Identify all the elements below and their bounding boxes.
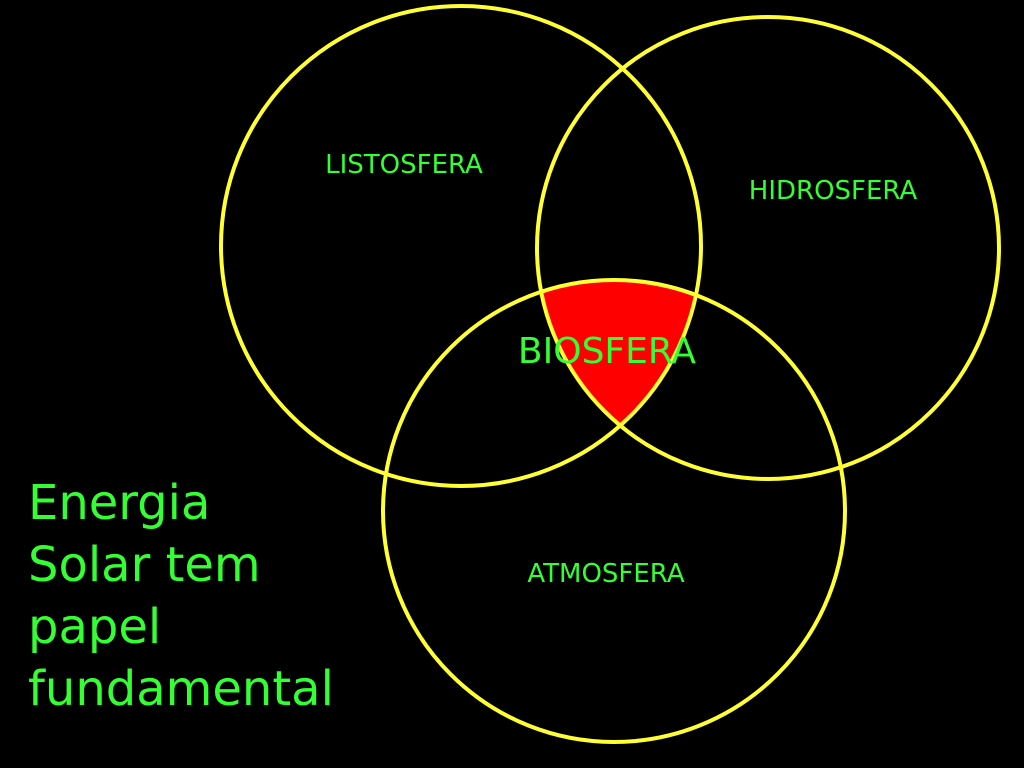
energy-note-line: fundamental	[28, 661, 334, 717]
hidrosfera-label: HIDROSFERA	[749, 176, 918, 206]
energy-note-line: papel	[28, 599, 162, 655]
hidrosfera-circle	[535, 15, 1001, 481]
listosfera-circle	[219, 4, 703, 488]
energy-note: Energia Solar tem papel fundamental	[28, 472, 388, 720]
listosfera-label: LISTOSFERA	[325, 150, 483, 180]
atmosfera-circle	[381, 278, 847, 744]
energy-note-line: Energia	[28, 475, 211, 531]
atmosfera-label: ATMOSFERA	[527, 559, 684, 589]
energy-note-line: Solar tem	[28, 537, 261, 593]
biosfera-label: BIOSFERA	[518, 331, 697, 372]
